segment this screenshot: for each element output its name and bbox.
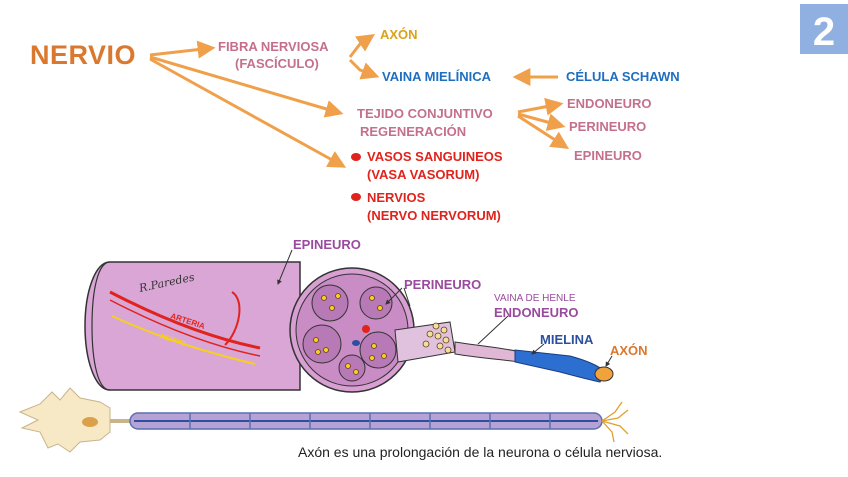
perineuro-label: PERINEURO	[569, 119, 647, 134]
endoneuro-label: ENDONEURO	[567, 96, 652, 111]
illus-perineuro-label: PERINEURO	[404, 277, 482, 292]
illus-axon-label: AXÓN	[610, 343, 648, 358]
concept-map-arrows	[149, 34, 570, 168]
arrow-to-epineuro	[517, 114, 570, 149]
arrow-to-axon	[348, 34, 375, 58]
regeneracion-label: REGENERACIÓN	[360, 124, 467, 139]
axon-terminals	[601, 401, 629, 443]
vasa-vasorum-label: (VASA VASORUM)	[367, 167, 480, 182]
fasciculo-label: (FASCÍCULO)	[235, 56, 319, 71]
arrow-to-perineuro	[517, 112, 566, 131]
neuron-drawing	[18, 387, 629, 453]
fiber-bundle	[394, 321, 614, 383]
tejido-conjuntivo-label: TEJIDO CONJUNTIVO	[357, 106, 493, 121]
arrow-to-tejido	[149, 55, 344, 118]
illus-endoneuro-label: ENDONEURO	[494, 305, 579, 320]
nervio-title: NERVIO	[30, 40, 137, 70]
epineuro-label: EPINEURO	[574, 148, 642, 163]
neuron-nucleus	[82, 417, 98, 427]
axon-label: AXÓN	[380, 27, 418, 42]
vaina-henle-sheath	[454, 341, 521, 363]
arrow-to-vasos	[149, 57, 347, 168]
bullet-dot	[351, 193, 361, 201]
fibra-nerviosa-label: FIBRA NERVIOSA	[218, 39, 329, 54]
illus-epineuro-label: EPINEURO	[293, 237, 361, 252]
blood-vessel	[362, 325, 370, 333]
page-number: 2	[812, 10, 836, 54]
arrow-to-fibra	[149, 40, 216, 59]
artery-line	[109, 290, 261, 350]
arrow-to-vaina	[348, 58, 380, 80]
axon-core	[594, 366, 614, 382]
nerve-line	[111, 315, 256, 365]
myelin-sheath	[514, 349, 606, 383]
illus-mielina-label: MIELINA	[540, 332, 594, 347]
vasos-sanguineos-label: VASOS SANGUINEOS	[367, 149, 503, 164]
nerve-cross-section	[289, 267, 415, 393]
caption: Axón es una prolongación de la neurona o…	[298, 444, 663, 460]
bullet-dot	[351, 153, 361, 161]
illus-vaina-henle-label: VAINA DE HENLE	[494, 293, 576, 304]
nervios-label: NERVIOS	[367, 190, 426, 205]
arrow-to-endoneuro	[517, 97, 564, 116]
vaina-mielinica-label: VAINA MIELÍNICA	[382, 69, 492, 84]
nervo-nervorum-label: (NERVO NERVORUM)	[367, 208, 501, 223]
page-number-badge: 2	[800, 4, 848, 54]
neuron-soma	[18, 387, 111, 453]
celula-schawn-label: CÉLULA SCHAWN	[566, 69, 680, 84]
nerve-cylinder: ARTERIA NERVIO R.Paredes	[84, 261, 301, 391]
